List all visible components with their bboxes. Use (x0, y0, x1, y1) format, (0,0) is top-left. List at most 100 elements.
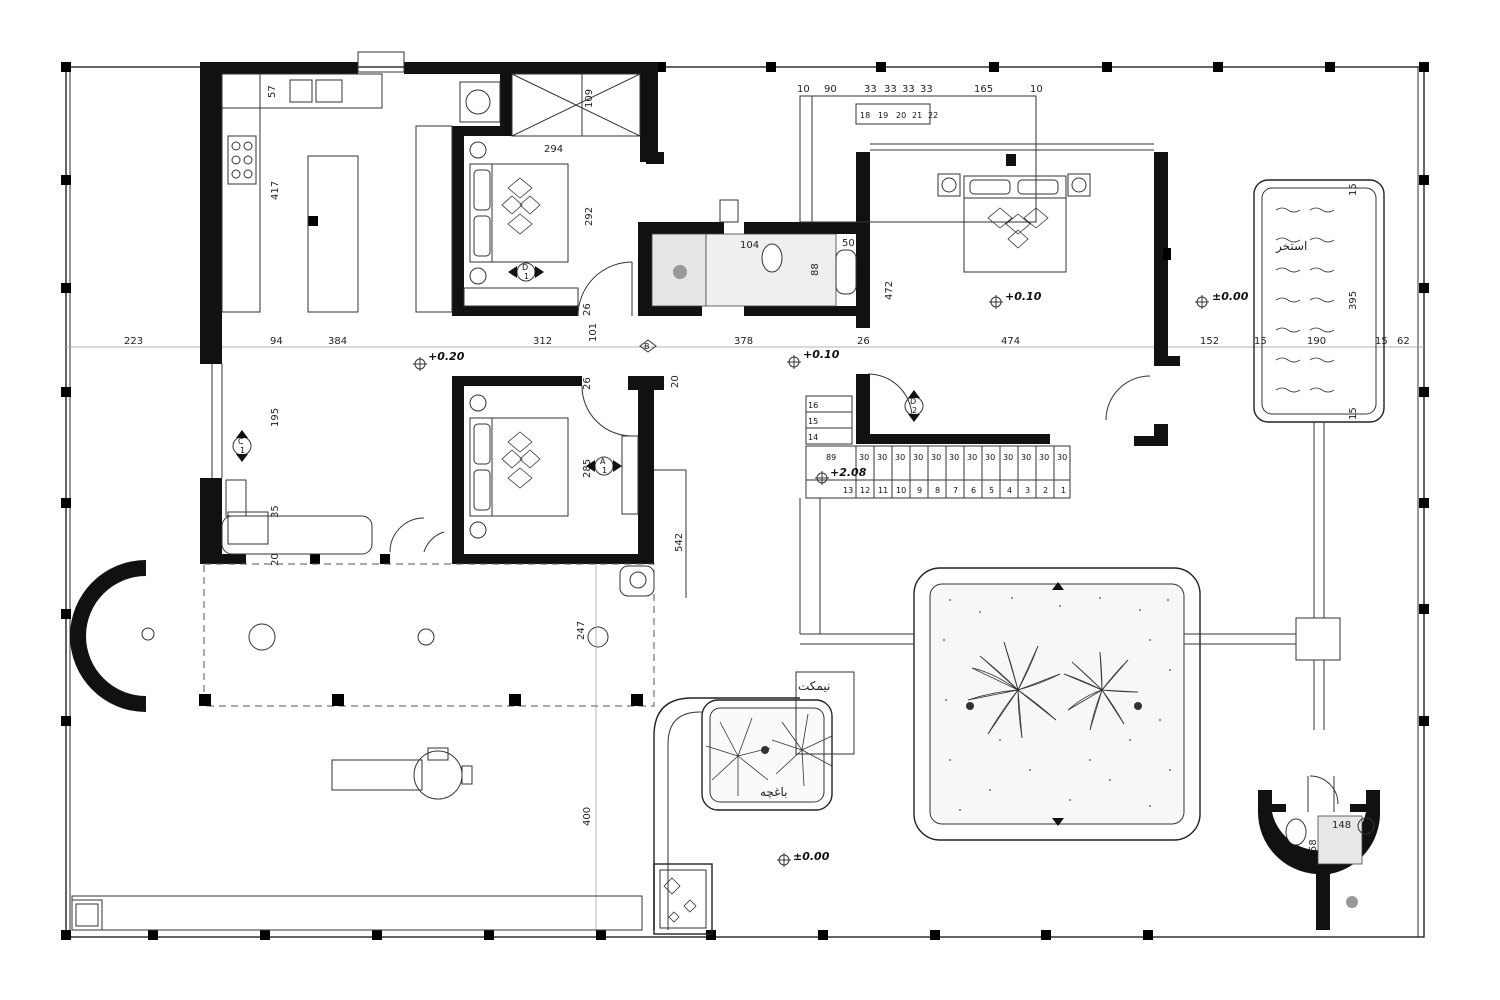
tread-7: 30 (967, 453, 977, 462)
stairs: 18 19 20 21 22 16 15 14 (805, 103, 1071, 499)
drain-icon (1346, 896, 1358, 908)
outdoor-furniture (71, 747, 643, 931)
armchair-icon (227, 511, 269, 545)
section-a1-letter: A (600, 457, 606, 466)
dim-285: 285 (582, 459, 593, 478)
pool-label: استخر (1275, 239, 1307, 254)
level-marker-stair: +2.08 (815, 466, 867, 485)
step-8: 8 (935, 486, 940, 495)
palm-tree-icon (705, 717, 771, 796)
step-7: 7 (953, 486, 958, 495)
dim-148: 148 (1332, 820, 1351, 831)
step-22: 22 (928, 111, 938, 120)
dim-15-top: 15 (1348, 183, 1359, 196)
level-marker-yard-east: ±0.00 (1195, 290, 1249, 309)
bench-label: نیمکت (798, 679, 830, 693)
section-d2-number: 2 (912, 406, 917, 415)
dim-top-33c: 33 (902, 84, 915, 95)
dim-472: 472 (884, 281, 895, 300)
lamp-icon (1071, 177, 1087, 193)
dim-417: 417 (270, 181, 281, 200)
outdoor-wc: 148 58 (1257, 775, 1419, 937)
dim-152: 152 (1200, 336, 1219, 347)
upper-steps: 18 19 20 21 22 (855, 103, 938, 125)
palm-tree-icon (967, 641, 1061, 739)
tread-2: 30 (877, 453, 887, 462)
level-marker-living: +0.20 (413, 350, 465, 371)
dim-292: 292 (584, 207, 595, 226)
dim-400: 400 (582, 807, 593, 826)
dim-top-165: 165 (974, 84, 993, 95)
level-yard-east: ±0.00 (1212, 290, 1249, 303)
dim-26: 26 (857, 336, 870, 347)
section-marker-b1: B (639, 339, 657, 353)
lamp-icon (941, 177, 957, 193)
bed-icon (469, 417, 569, 517)
step-11: 11 (878, 486, 888, 495)
porch: 247 400 542 (70, 469, 687, 930)
tread-9: 30 (1003, 453, 1013, 462)
dim-top-10a: 10 (797, 84, 810, 95)
section-b1-letter: B (644, 342, 650, 351)
step-3: 3 (1025, 486, 1030, 495)
garden-label: باغچه (760, 785, 787, 799)
section-d1-letter: D (522, 263, 528, 272)
tread-8: 30 (985, 453, 995, 462)
dim-474: 474 (1001, 336, 1020, 347)
step-15: 15 (808, 417, 818, 426)
dim-57: 57 (267, 85, 278, 98)
step-5: 5 (989, 486, 994, 495)
step-19: 19 (878, 111, 888, 120)
dim-312: 312 (533, 336, 552, 347)
bedroom-1: 294 109 292 26 101 (463, 73, 641, 342)
dim-50: 50 (842, 238, 855, 249)
step-16: 16 (808, 401, 818, 410)
level-living: +0.20 (428, 350, 465, 363)
section-d2-letter: D (910, 397, 916, 406)
dim-89: 89 (826, 453, 836, 462)
dim-294: 294 (544, 144, 563, 155)
bedroom-2: 26 285 20 (469, 375, 681, 539)
step-13: 13 (843, 486, 853, 495)
level-marker-master: +0.10 (989, 290, 1042, 309)
dim-190: 190 (1307, 336, 1326, 347)
tread-6: 30 (949, 453, 959, 462)
dim-20: 20 (270, 553, 281, 566)
tread-12: 30 (1057, 453, 1067, 462)
bed-icon (469, 163, 569, 263)
master-bedroom: 472 10 90 33 33 33 33 165 10 (797, 84, 1154, 421)
garden-light-icon (966, 702, 974, 710)
nightstand-lamp-icon (469, 521, 487, 539)
main-dimension-line: 223 94 384 312 378 26 474 152 15 190 15 … (66, 336, 1424, 348)
section-c1-letter: C (238, 437, 244, 446)
section-marker-c1: C 1 (232, 430, 252, 462)
dim-384: 384 (328, 336, 347, 347)
section-marker-d1: D 1 (508, 262, 544, 282)
dim-26a: 26 (582, 303, 593, 316)
planter: نیمکت باغچه (653, 671, 855, 935)
dim-395: 395 (1348, 291, 1359, 310)
kitchen: 57 417 195 35 20 (221, 73, 501, 566)
palm-tree-icon (1063, 651, 1139, 731)
pool: استخر 395 15 15 (1180, 179, 1385, 730)
perimeter-columns (61, 62, 1429, 940)
gravel-texture (943, 597, 1171, 811)
level-marker-yard-south: ±0.00 (777, 850, 830, 867)
tread-5: 30 (931, 453, 941, 462)
house-walls (200, 51, 1180, 564)
bed-icon (963, 175, 1067, 273)
dim-58: 58 (1308, 839, 1319, 852)
dim-109: 109 (584, 89, 595, 108)
dim-15b: 15 (1375, 336, 1388, 347)
dim-15-bottom: 15 (1348, 407, 1359, 420)
nightstand-lamp-icon (469, 394, 487, 412)
sink-icon (835, 249, 857, 295)
nightstand-lamp-icon (469, 267, 487, 285)
tread-1: 30 (859, 453, 869, 462)
lower-steps: 89 30 30 30 30 30 30 30 30 30 30 30 30 1… (805, 445, 1071, 499)
dim-top-33b: 33 (884, 84, 897, 95)
side-steps: 16 15 14 (805, 395, 853, 445)
step-2: 2 (1043, 486, 1048, 495)
dim-top-10b: 10 (1030, 84, 1043, 95)
